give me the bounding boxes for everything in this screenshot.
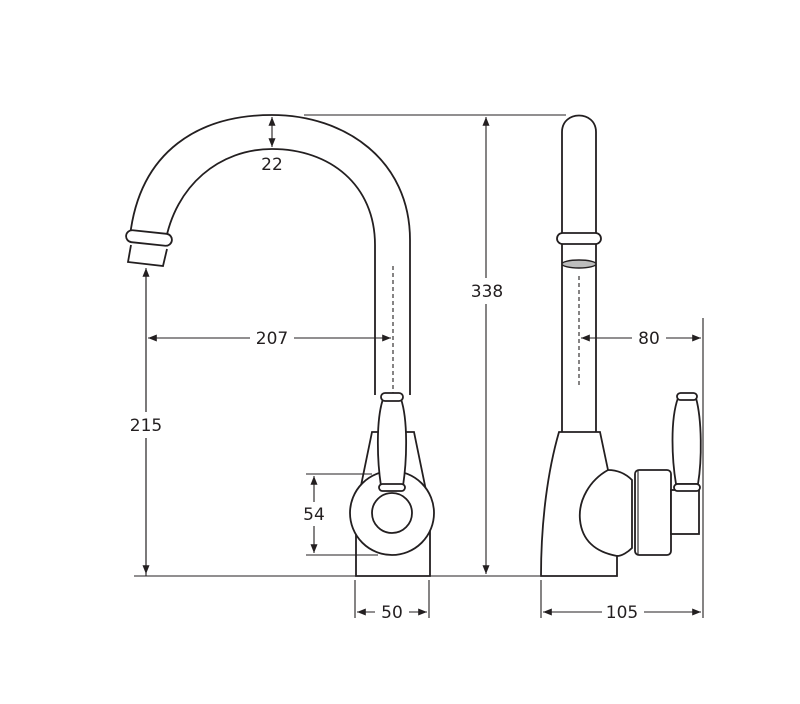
spout-ring (125, 229, 173, 247)
side-body (540, 431, 618, 577)
lever-cap (380, 392, 404, 402)
dim-spout-thickness: 22 (261, 155, 283, 175)
side-spout-ring (556, 232, 602, 245)
dimension-lines: 22 338 207 215 54 50 80 1 (126, 114, 704, 624)
dim-base-width: 50 (381, 603, 403, 623)
side-spout-column (561, 114, 597, 432)
front-view (125, 114, 435, 577)
side-handle-stem (670, 489, 700, 535)
side-handle-body (634, 469, 672, 556)
dim-overall-height: 338 (471, 282, 503, 302)
side-spout-opening (561, 259, 597, 269)
handle-hub (371, 492, 413, 534)
lever-handle (376, 398, 408, 487)
spout-aerator (126, 244, 168, 267)
side-body-bulge (607, 469, 633, 557)
dim-handle-reach-side: 80 (638, 329, 660, 349)
side-lever-cap (676, 392, 698, 401)
side-lever-collar (673, 483, 701, 492)
dim-overall-depth: 105 (606, 603, 638, 623)
spout-inner-curve (164, 148, 376, 395)
dim-spout-height: 215 (130, 416, 162, 436)
side-lever-handle (671, 397, 702, 485)
side-view (540, 114, 702, 577)
dim-spout-reach: 207 (256, 329, 288, 349)
lever-collar (378, 483, 406, 492)
dim-handle-diameter: 54 (303, 505, 325, 525)
spout-outer-curve (129, 114, 411, 395)
